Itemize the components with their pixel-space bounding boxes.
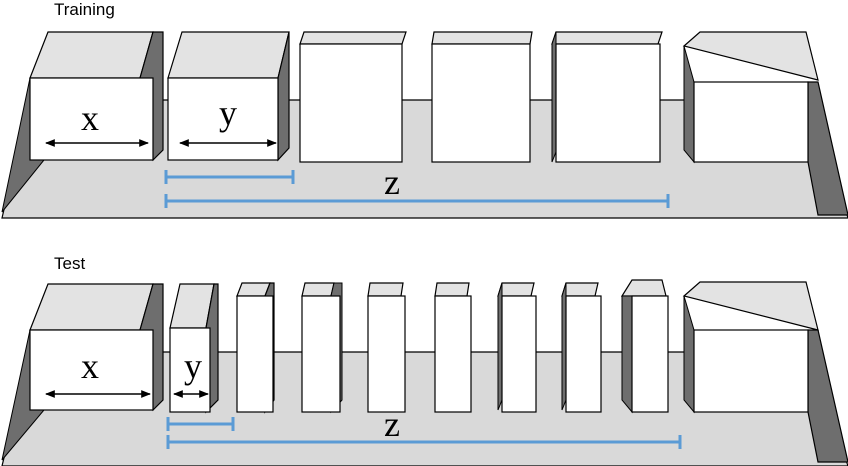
test-box-4 <box>367 282 406 413</box>
test-box-2 <box>236 282 275 414</box>
training-right-wall-box <box>682 31 848 216</box>
test-box-7 <box>561 282 602 413</box>
training-z-label: z <box>384 162 400 202</box>
test-panel-label: Test <box>54 254 86 273</box>
test-box-6 <box>497 282 537 413</box>
test-z-bracket <box>166 435 682 449</box>
test-box-3 <box>301 282 343 414</box>
training-x-label: x <box>81 98 99 138</box>
test-box-5 <box>434 282 472 413</box>
test-box-8 <box>620 279 669 414</box>
test-right-wall-box <box>682 281 848 463</box>
training-y-bracket <box>164 170 295 184</box>
test-x-label: x <box>81 346 99 386</box>
training-y-label: y <box>219 93 237 133</box>
training-box-3 <box>299 31 407 163</box>
test-y-bracket <box>166 417 235 431</box>
training-z-bracket <box>164 194 670 208</box>
training-panel-label: Training <box>54 0 115 19</box>
test-y-label: y <box>184 346 202 386</box>
training-panel: x y z <box>1 31 848 219</box>
test-panel: x y z <box>1 279 848 466</box>
test-box-y <box>169 283 219 414</box>
test-z-label: z <box>384 404 400 444</box>
training-box-4 <box>431 31 533 163</box>
training-box-5 <box>551 31 663 163</box>
